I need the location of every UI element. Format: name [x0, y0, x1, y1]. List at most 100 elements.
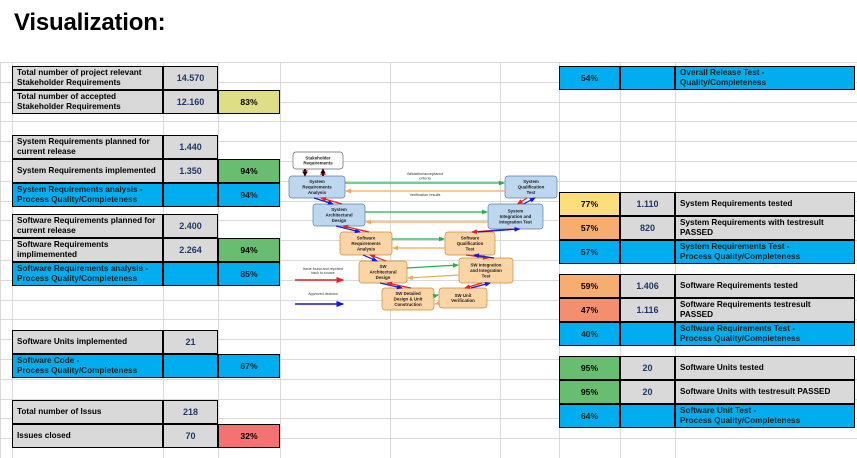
grid-row-line — [0, 201, 857, 202]
right-row-percent: 95% — [559, 380, 620, 404]
left-row-label: System Requirements implemented — [12, 159, 163, 183]
grid-row-line — [0, 102, 857, 103]
left-row-value — [163, 183, 218, 207]
vmodel-arrow — [362, 254, 378, 262]
grid-row-line — [0, 141, 857, 142]
left-row-percent: 94% — [218, 183, 280, 207]
left-row-label: Software Code -Process Quality/Completen… — [12, 354, 163, 378]
right-row-value — [620, 66, 675, 90]
right-row-label-text: System Requirements Test -Process Qualit… — [680, 242, 801, 261]
vmodel-arrow — [369, 254, 387, 262]
right-row-percent-text: 95% — [580, 386, 599, 397]
left-row-value-text: 12.160 — [176, 96, 205, 107]
right-row-percent: 95% — [559, 356, 620, 380]
grid-row-line — [0, 62, 857, 63]
right-row-value-text: 1.110 — [636, 198, 659, 209]
grid-row-line — [0, 161, 857, 162]
vmodel-arrow — [434, 300, 441, 306]
grid-row-line — [0, 220, 857, 221]
right-row-percent: 57% — [559, 240, 620, 264]
left-row-label-text: Issues closed — [17, 431, 71, 440]
left-row-percent-text: 83% — [240, 96, 258, 107]
left-row-percent-text: 85% — [240, 268, 258, 279]
right-row-label-text: Software Requirements Test -Process Qual… — [680, 324, 801, 343]
left-row-percent: 85% — [218, 262, 280, 286]
vmodel-arrow — [432, 293, 439, 299]
right-row-percent-text: 57% — [580, 246, 599, 257]
vmodel-arrow — [470, 281, 491, 289]
left-row-label-text: Total number of Issus — [17, 407, 102, 416]
vmodel-arrow — [464, 282, 483, 289]
left-row-value: 2.264 — [163, 238, 218, 262]
left-row-label: System Requirements analysis -Process Qu… — [12, 183, 163, 207]
right-row-percent: 40% — [559, 322, 620, 346]
vmodel-arrow — [407, 274, 460, 281]
left-row-label: Issues closed — [12, 424, 163, 448]
right-row-percent-text: 47% — [580, 304, 599, 315]
left-row-value-text: 2.400 — [179, 220, 202, 231]
vmodel-arrow — [523, 197, 536, 205]
grid-row-line — [0, 339, 857, 340]
right-row-percent-text: 59% — [580, 280, 599, 291]
right-row-percent-text: 64% — [580, 410, 599, 421]
right-row-value-text: 20 — [642, 386, 653, 397]
page-title: Visualization: — [14, 9, 166, 36]
left-row-value: 1.440 — [163, 135, 218, 159]
right-row-value: 820 — [620, 216, 675, 240]
right-row-value: 20 — [620, 356, 675, 380]
left-row-percent: 94% — [218, 238, 280, 262]
left-row-label-text: System Requirements analysis -Process Qu… — [17, 185, 143, 204]
right-row-label-text: Software Unit Test -Process Quality/Comp… — [680, 406, 801, 425]
left-row-label: Software Units implemented — [12, 330, 163, 354]
grid-row-line — [0, 181, 857, 182]
grid-row-line — [0, 418, 857, 419]
right-row-label: Software Requirements Test -Process Qual… — [675, 322, 855, 346]
left-row-value-text: 218 — [182, 406, 199, 417]
left-row-value: 1.350 — [163, 159, 218, 183]
left-row-value-text: 14.570 — [176, 72, 205, 83]
right-row-value: 1.116 — [620, 298, 675, 322]
left-row-percent-text: 67% — [240, 360, 258, 371]
right-row-label-text: System Requirements tested — [680, 199, 793, 208]
grid-row-line — [0, 82, 857, 83]
left-row-label-text: Software Code -Process Quality/Completen… — [17, 356, 138, 375]
left-row-percent-text: 94% — [240, 244, 258, 255]
right-row-label: Software Requirements tested — [675, 274, 855, 298]
left-row-label-text: System Requirements implemented — [17, 166, 156, 175]
right-row-percent: 47% — [559, 298, 620, 322]
left-row-label: Total number of Issus — [12, 400, 163, 424]
right-row-percent-text: 40% — [580, 328, 599, 339]
right-row-value: 1.406 — [620, 274, 675, 298]
left-row-value — [163, 262, 218, 286]
left-row-value: 2.400 — [163, 214, 218, 238]
right-row-label: Software Units tested — [675, 356, 855, 380]
vmodel-arrow-label: Verification results — [410, 193, 441, 197]
left-row-label-text: Software Requirements analysis -Process … — [17, 264, 149, 283]
left-row-label: Software Requirements analysis -Process … — [12, 262, 163, 286]
right-row-percent-text: 54% — [580, 72, 599, 83]
grid-row-line — [0, 399, 857, 400]
